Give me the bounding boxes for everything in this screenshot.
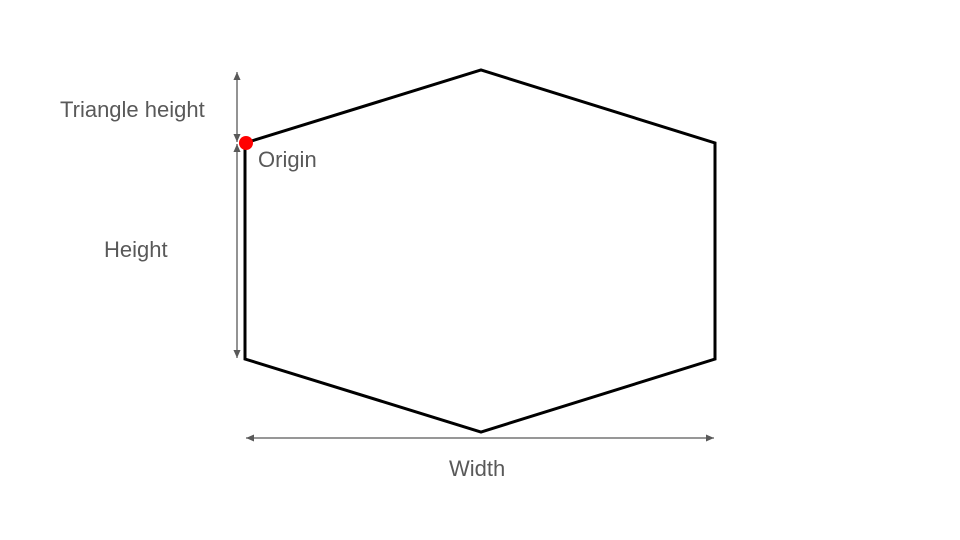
origin-marker — [239, 136, 253, 150]
triangle-height-label: Triangle height — [60, 97, 205, 122]
width-label: Width — [449, 456, 506, 481]
height-label: Height — [104, 237, 168, 262]
hexagon-shape — [243, 68, 717, 434]
origin-label: Origin — [258, 147, 317, 172]
